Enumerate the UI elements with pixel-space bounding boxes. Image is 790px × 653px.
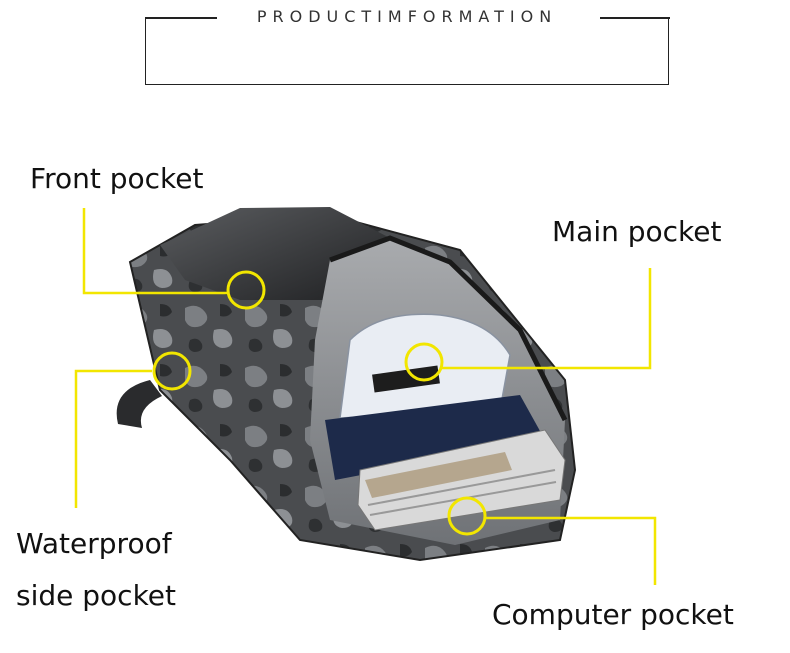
callout-main-pocket <box>404 268 652 382</box>
callout-waterproof-side-pocket <box>74 351 192 508</box>
header-title: PRODUCTIMFORMATION <box>256 7 558 26</box>
label-main-pocket: Main pocket <box>552 215 722 248</box>
callout-front-pocket <box>82 208 266 310</box>
header-frame <box>144 17 670 85</box>
backpack <box>116 207 577 562</box>
label-waterproof-line1: Waterproof <box>16 527 172 560</box>
label-computer-pocket: Computer pocket <box>492 598 734 631</box>
callout-computer-pocket <box>447 496 657 585</box>
label-front-pocket: Front pocket <box>30 162 204 195</box>
label-waterproof-line2: side pocket <box>16 579 176 612</box>
